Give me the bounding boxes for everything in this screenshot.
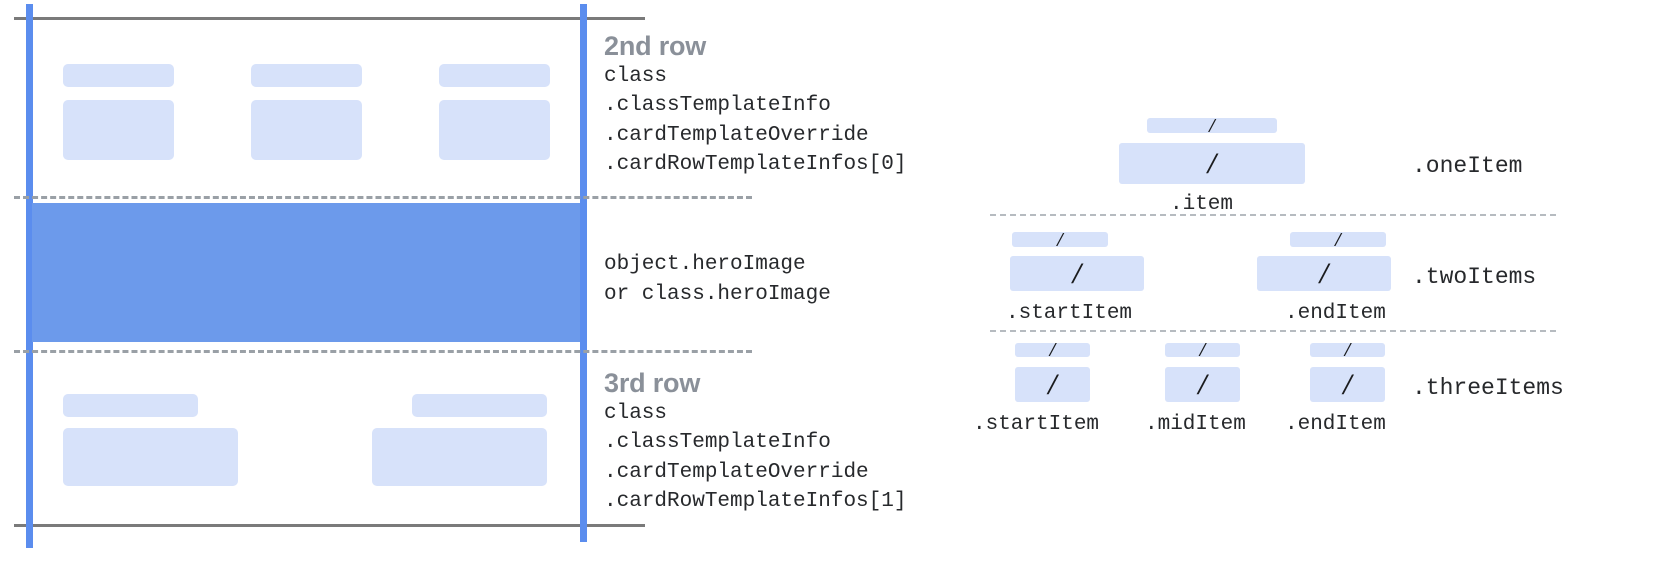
hero-code-line-1: object.heroImage [604, 253, 806, 276]
card-anatomy-panel [0, 0, 752, 584]
slash-glyph: / [1057, 228, 1063, 251]
card-top-border [14, 17, 645, 20]
row2-cell2-title-placeholder [251, 64, 362, 87]
hero-code-line-2: or class.heroImage [604, 282, 831, 306]
three-items-cell-3-top-bar: / [1310, 339, 1385, 361]
slash-glyph: / [1072, 256, 1082, 290]
row2-cell3-title-placeholder [439, 64, 550, 87]
row2-annotation: 2nd row class .classTemplateInfo .cardTe… [604, 31, 907, 180]
one-item-group-label: .oneItem [1412, 153, 1523, 179]
two-items-cell-1-label: .startItem [1006, 302, 1133, 325]
three-items-cell-3-label: .endItem [1285, 413, 1386, 436]
row3-heading: 3rd row [604, 368, 701, 398]
two-items-cell-2-top-bar: / [1290, 228, 1386, 251]
two-items-cell-1-top-bar: / [1012, 228, 1108, 251]
row-divider-1 [14, 196, 752, 199]
slash-glyph: / [1209, 114, 1215, 137]
item-variants-panel: / / .item .oneItem / / .startItem / / [960, 0, 1676, 584]
three-items-cell-2-box: / [1165, 367, 1240, 402]
row3-code-line-1: class [604, 401, 668, 425]
row2-cell1-body-placeholder [63, 100, 174, 160]
three-items-cell-2-label: .midItem [1145, 413, 1246, 436]
slash-glyph: / [1335, 228, 1341, 251]
row2-code-line-4: .cardRowTemplateInfos[0] [604, 153, 907, 177]
slash-glyph: / [1199, 339, 1206, 361]
row-divider-2 [14, 350, 752, 353]
row3-cell1-title-placeholder [63, 394, 198, 417]
row2-heading: 2nd row [604, 31, 707, 61]
row3-cell2-body-placeholder [372, 428, 547, 486]
item-group-divider-1 [990, 214, 1556, 216]
row3-cell2-title-placeholder [412, 394, 547, 417]
row2-code-line-1: class [604, 64, 668, 88]
two-items-cell-2-box: / [1257, 256, 1391, 291]
slash-glyph: / [1319, 256, 1329, 290]
slash-glyph: / [1198, 367, 1207, 401]
row3-code-line-2: .classTemplateInfo [604, 431, 831, 455]
row3-code-line-3: .cardTemplateOverride [604, 460, 869, 484]
row3-code-line-4: .cardRowTemplateInfos[1] [604, 490, 907, 514]
one-item-cell-1-label: .item [1170, 193, 1234, 216]
slash-glyph: / [1048, 367, 1057, 401]
slash-glyph: / [1344, 339, 1351, 361]
three-items-cell-3-box: / [1310, 367, 1385, 402]
slash-glyph: / [1207, 146, 1217, 180]
two-items-cell-1-box: / [1010, 256, 1144, 291]
three-items-cell-1-top-bar: / [1015, 339, 1090, 361]
one-item-cell-1-top-bar: / [1147, 114, 1277, 137]
row2-code-line-2: .classTemplateInfo [604, 94, 831, 118]
row3-annotation: 3rd row class .classTemplateInfo .cardTe… [604, 368, 907, 517]
slash-glyph: / [1343, 367, 1352, 401]
card-left-guide [26, 4, 33, 548]
card-bottom-border [14, 524, 645, 527]
card-right-guide [580, 4, 587, 542]
hero-image-band [32, 203, 580, 342]
two-items-cell-2-label: .endItem [1285, 302, 1386, 325]
three-items-cell-1-box: / [1015, 367, 1090, 402]
row2-cell3-body-placeholder [439, 100, 550, 160]
three-items-group-label: .threeItems [1412, 375, 1564, 401]
item-group-divider-2 [990, 330, 1556, 332]
three-items-cell-2-top-bar: / [1165, 339, 1240, 361]
row2-code-line-3: .cardTemplateOverride [604, 123, 869, 147]
one-item-cell-1-box: / [1119, 143, 1305, 184]
two-items-group-label: .twoItems [1412, 264, 1537, 290]
row2-cell1-title-placeholder [63, 64, 174, 87]
three-items-cell-1-label: .startItem [973, 413, 1100, 436]
row2-cell2-body-placeholder [251, 100, 362, 160]
hero-annotation: object.heroImage or class.heroImage [604, 250, 831, 309]
slash-glyph: / [1049, 339, 1056, 361]
row3-cell1-body-placeholder [63, 428, 238, 486]
